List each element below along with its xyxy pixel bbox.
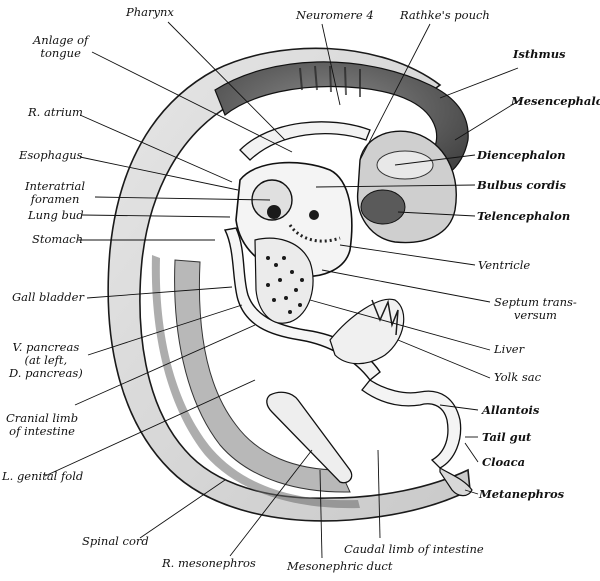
neuromere-ridges bbox=[299, 65, 361, 97]
label-ventricle: Ventricle bbox=[478, 258, 531, 272]
label-rathkes-pouch: Rathke's pouch bbox=[400, 8, 490, 22]
label-liver: Liver bbox=[494, 342, 525, 356]
label-interatrial-foramen: Interatrial foramen bbox=[25, 179, 86, 206]
liver-mass bbox=[254, 237, 314, 324]
label-anlage-of-tongue: Anlage of tongue bbox=[33, 33, 89, 60]
ventricle-trabeculae bbox=[288, 224, 341, 243]
yolk-sac-spikes bbox=[371, 299, 399, 336]
label-caudal-limb-of-intestine: Caudal limb of intestine bbox=[344, 542, 484, 556]
label-r-mesonephros: R. mesonephros bbox=[162, 556, 256, 570]
label-diencephalon: Diencephalon bbox=[477, 148, 566, 162]
label-esophagus: Esophagus bbox=[19, 148, 83, 162]
label-tail-gut: Tail gut bbox=[482, 430, 532, 444]
label-septum-transversum: Septum trans- versum bbox=[494, 295, 577, 322]
interatrial-foramen-dot bbox=[267, 205, 281, 219]
label-pharynx: Pharynx bbox=[126, 5, 174, 19]
label-lung-bud: Lung bud bbox=[28, 208, 84, 222]
label-r-atrium: R. atrium bbox=[28, 105, 83, 119]
label-spinal-cord: Spinal cord bbox=[82, 534, 149, 548]
label-metanephros: Metanephros bbox=[479, 487, 565, 501]
label-cranial-limb-of-intestine: Cranial limb of intestine bbox=[6, 411, 79, 438]
label-telencephalon: Telencephalon bbox=[477, 209, 571, 223]
pharynx-curve bbox=[239, 121, 371, 161]
label-mesonephric-duct: Mesonephric duct bbox=[287, 559, 393, 573]
mesonephros bbox=[266, 391, 353, 484]
bulbus-dot bbox=[309, 210, 319, 220]
label-cloaca: Cloaca bbox=[482, 455, 526, 469]
label-yolk-sac: Yolk sac bbox=[494, 370, 542, 384]
label-stomach: Stomach bbox=[32, 232, 84, 246]
tail-tip bbox=[439, 466, 473, 497]
label-bulbus-cordis: Bulbus cordis bbox=[477, 178, 566, 192]
label-gall-bladder: Gall bladder bbox=[12, 290, 84, 304]
yolk-sac-stalk bbox=[329, 298, 405, 365]
body-inner-band bbox=[174, 259, 351, 493]
diencephalon-cavity bbox=[376, 150, 434, 180]
label-allantois: Allantois bbox=[482, 403, 540, 417]
label-v-pancreas: V. pancreas (at left, D. pancreas) bbox=[9, 340, 83, 380]
label-mesencephalon: Mesencephalon bbox=[511, 94, 600, 108]
caudal-gut bbox=[361, 379, 462, 469]
label-neuromere-4: Neuromere 4 bbox=[296, 8, 374, 22]
spinal-cord-band bbox=[151, 255, 360, 509]
leader-lines bbox=[44, 21, 521, 559]
telencephalon-vesicle bbox=[360, 189, 406, 225]
label-l-genital-fold: L. genital fold bbox=[2, 469, 84, 483]
label-isthmus: Isthmus bbox=[513, 47, 566, 61]
